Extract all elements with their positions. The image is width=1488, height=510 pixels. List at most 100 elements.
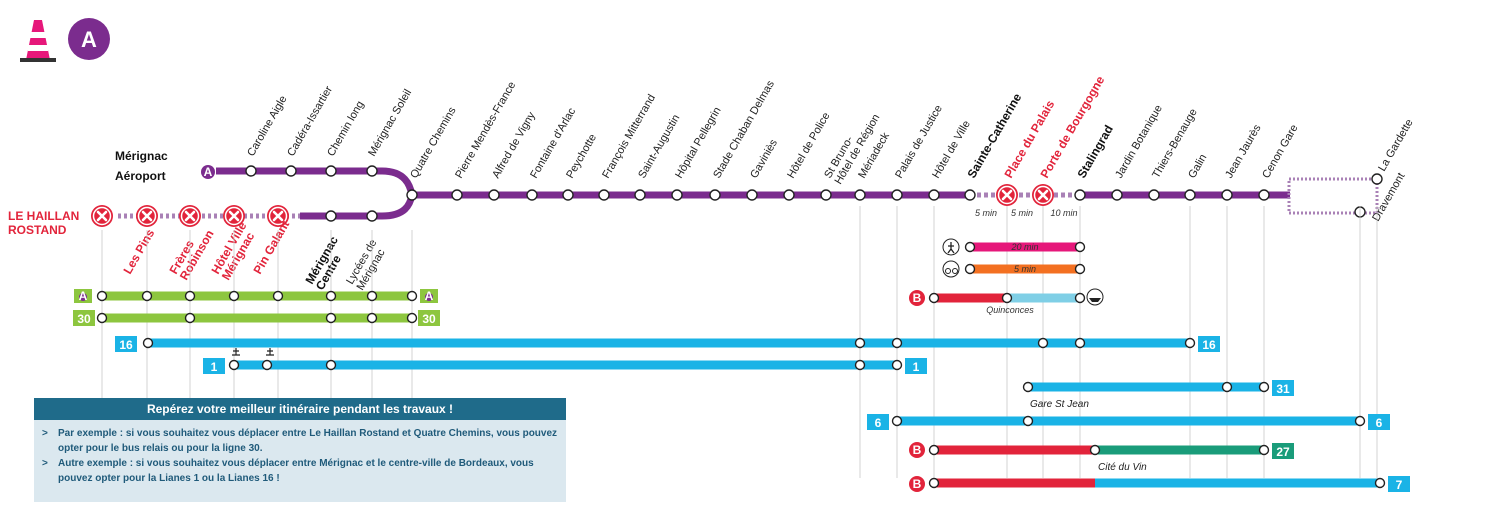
bus-30-badge-right-text: 30 — [422, 312, 436, 326]
info-item-1: > Par exemple : si vous souhaitez vous d… — [42, 426, 558, 456]
bus-relais-stop — [272, 290, 284, 302]
upper-station-label: Chemin long — [325, 99, 366, 158]
bus-27-badge-bg — [1272, 443, 1294, 459]
info-box: Repérez votre meilleur itinéraire pendan… — [34, 398, 566, 502]
terminal-le-haillan-label: LE HAILLAN — [8, 209, 79, 223]
closed-cross — [184, 210, 196, 222]
bus-30-badge-right: 30 — [418, 310, 440, 326]
terminus-label-la-gardette: La Gardette — [1376, 117, 1415, 173]
bus-16-badge-right: 16 — [1198, 336, 1220, 352]
gare-st-jean-label: Gare St Jean — [1030, 399, 1089, 410]
bus-6-badge-left-text: 6 — [875, 416, 882, 430]
line-b-badge-3-bg — [909, 476, 925, 492]
terminal-a-text: A — [204, 165, 213, 179]
closed-station-icon — [136, 205, 158, 227]
terminal-rostand-label: ROSTAND — [8, 223, 67, 237]
main-station-marker — [1148, 189, 1160, 201]
closed-cross — [272, 210, 284, 222]
lower-closed-station-label: FrèresRobinson — [166, 222, 216, 283]
closed-cross — [1037, 189, 1049, 201]
closed-station-icon — [1032, 184, 1054, 206]
lower-closed-station-label: Les Pins — [120, 226, 157, 276]
bicycle-icon — [942, 260, 960, 278]
bus-7-badge-bg — [1388, 476, 1410, 492]
bus-31-badge-text: 31 — [1276, 382, 1290, 396]
line-b-badge-1-bg — [909, 290, 925, 306]
walk-time-label: 5 min — [975, 208, 997, 218]
bus-16-stop — [1074, 337, 1086, 349]
lower-station-marker — [366, 210, 378, 222]
closed-ring — [224, 206, 244, 226]
main-station-marker — [634, 189, 646, 201]
main-station-label-line: Gaviniès — [748, 137, 780, 180]
line-b-badge-2: B — [909, 442, 925, 458]
bus-30-stop — [325, 312, 337, 324]
closed-station-icon — [179, 205, 201, 227]
main-station-marker — [562, 189, 574, 201]
main-station-marker — [488, 189, 500, 201]
bus-16-badge-right-text: 16 — [1202, 338, 1216, 352]
bus-31-stop — [1022, 381, 1034, 393]
bus-6-badge-right-text: 6 — [1376, 416, 1383, 430]
bus-31-stop — [1221, 381, 1233, 393]
closed-station-icon — [267, 205, 289, 227]
main-station-label-line: Cenon Gare — [1260, 123, 1300, 181]
bus-6-badge-right: 6 — [1368, 414, 1390, 430]
pedestrian-icon — [942, 238, 960, 256]
bus-relais-stop — [366, 290, 378, 302]
upper-station-label-line: Mérignac Soleil — [366, 87, 414, 158]
bus-30-badge-left-bg — [73, 310, 95, 326]
bus-27-badge: 27 — [1272, 443, 1294, 459]
terminal-a-badge: A — [201, 165, 215, 179]
bicycle-icon-wheel — [945, 268, 951, 274]
bike-time-text: 5 min — [1014, 264, 1036, 274]
terminus-label-la-gardette-line: La Gardette — [1376, 117, 1415, 173]
terminus-station-marker — [1371, 173, 1383, 185]
bus-1-badge-right-bg — [905, 358, 927, 374]
walk-transfer-shape — [266, 348, 274, 356]
lower-closed-station-label-line: Pin Galant — [250, 218, 292, 276]
main-station-label: Peychotte — [564, 132, 599, 180]
main-station-marker — [854, 189, 866, 201]
walk-time-text: 20 min — [1010, 242, 1038, 252]
closed-station-icon — [91, 205, 113, 227]
closed-ring — [997, 185, 1017, 205]
bicycle-icon-wheel — [952, 268, 958, 274]
bus-1-badge-left: 1 — [203, 358, 225, 374]
bus-16-badge-left: 16 — [115, 336, 137, 352]
bus-relais-stop — [96, 290, 108, 302]
upper-station-marker — [285, 165, 297, 177]
walk-stop — [964, 241, 976, 253]
walk-transfer-icon — [232, 348, 240, 356]
works-cone-icon — [20, 20, 56, 62]
boat-icon — [1086, 288, 1104, 306]
line-b-badge-1-text: B — [913, 291, 922, 305]
bus-31-badge: 31 — [1272, 380, 1294, 396]
bus-16-badge-left-bg — [115, 336, 137, 352]
bus-30-badge-left-text: 30 — [77, 312, 91, 326]
main-station-label: Galin — [1186, 152, 1209, 180]
line-a-badge: A — [68, 18, 110, 60]
main-station-marker — [746, 189, 758, 201]
upper-station-marker — [366, 165, 378, 177]
bus-16-badge-right-bg — [1198, 336, 1220, 352]
lower-station-marker — [325, 210, 337, 222]
bus-7-stop — [1374, 477, 1386, 489]
bus-7-badge-text: 7 — [1396, 478, 1403, 492]
bus-1-stop — [228, 359, 240, 371]
lower-station-label-merignac-centre: MérignacCentre — [302, 234, 351, 293]
info-item-2-text: Autre exemple : si vous souhaitez vous d… — [58, 458, 534, 484]
bus-1-stop — [261, 359, 273, 371]
bus-7-stop — [928, 477, 940, 489]
line-b-badge-1: B — [909, 290, 925, 306]
bus-30-badge-right-bg — [418, 310, 440, 326]
cite-du-vin-label: Cité du Vin — [1098, 462, 1147, 473]
upper-station-label-line: Caroline Aigle — [245, 94, 289, 159]
terminus-loop — [1287, 177, 1379, 215]
main-station-label: Cenon Gare — [1260, 123, 1300, 181]
line-b-badge-3: B — [909, 476, 925, 492]
main-station-marker — [1221, 189, 1233, 201]
bus-6-stop — [1022, 415, 1034, 427]
bus-1-stop — [325, 359, 337, 371]
